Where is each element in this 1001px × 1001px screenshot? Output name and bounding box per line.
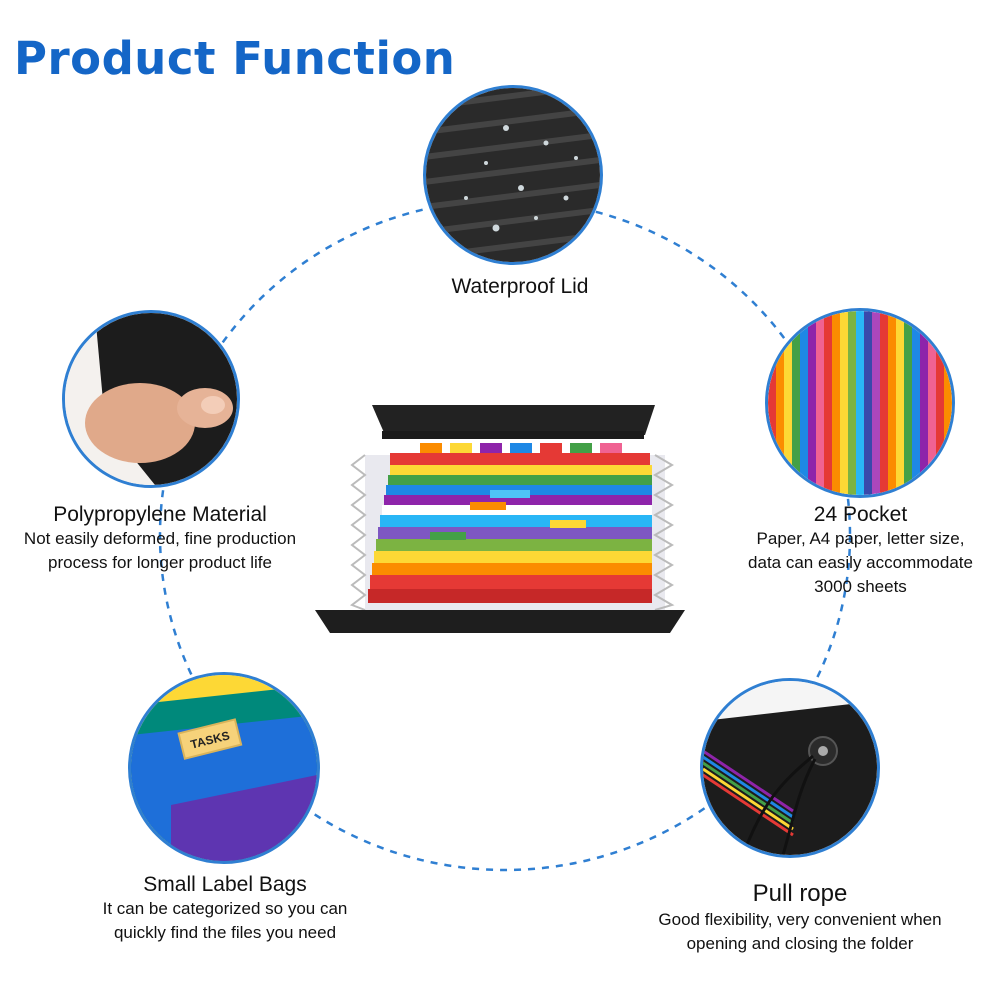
- feature-desc: process for longer product life: [48, 553, 272, 572]
- pull-rope-image: [700, 678, 880, 858]
- feature-label: Small Label Bags It can be categorized s…: [60, 873, 390, 945]
- feature-desc: Paper, A4 paper, letter size,: [756, 529, 965, 548]
- feature-name: Waterproof Lid: [451, 275, 589, 298]
- label-bags-image: TASKS: [128, 672, 320, 864]
- feature-desc: 3000 sheets: [814, 577, 907, 596]
- polypropylene-material-image: [62, 310, 240, 488]
- product-folder-image: [315, 405, 685, 633]
- feature-desc: quickly find the files you need: [113, 923, 337, 942]
- feature-name: 24 Pocket: [813, 503, 908, 526]
- pocket-rainbow-image: [765, 308, 955, 498]
- waterproof-lid-image: [423, 85, 603, 265]
- feature-material: Polypropylene Material Not easily deform…: [0, 503, 320, 575]
- feature-rope: Pull rope Good flexibility, very conveni…: [600, 880, 1000, 956]
- feature-desc: opening and closing the folder: [686, 934, 914, 953]
- feature-waterproof: Waterproof Lid: [400, 275, 640, 299]
- feature-pocket: 24 Pocket Paper, A4 paper, letter size, …: [720, 503, 1001, 599]
- feature-name: Small Label Bags: [143, 873, 307, 896]
- feature-desc: It can be categorized so you can: [102, 899, 348, 918]
- feature-name: Polypropylene Material: [53, 503, 267, 526]
- feature-desc: data can easily accommodate: [748, 553, 973, 572]
- feature-desc: Good flexibility, very convenient when: [658, 910, 942, 929]
- page-title: Product Function: [14, 32, 456, 85]
- feature-desc: Not easily deformed, fine production: [23, 529, 297, 548]
- feature-name: Pull rope: [752, 880, 848, 907]
